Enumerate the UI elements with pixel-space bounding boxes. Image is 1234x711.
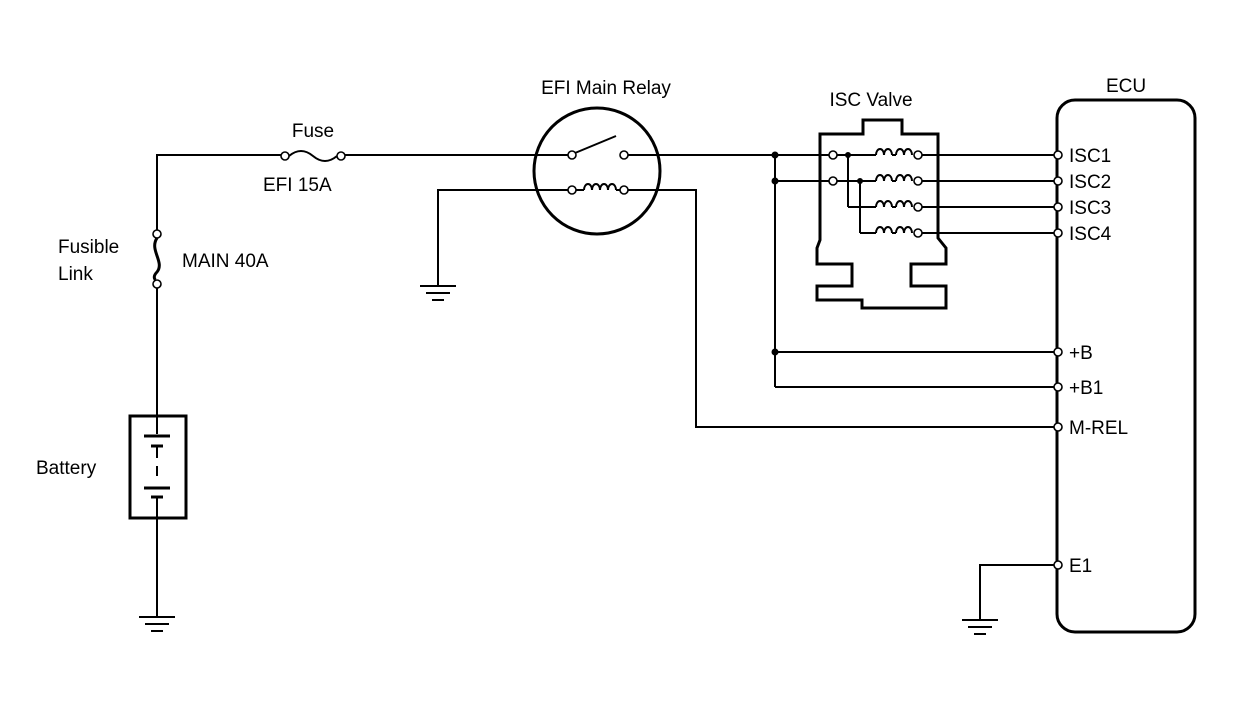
- fusible-link-label-1: Fusible: [58, 237, 119, 258]
- ecu-pin-e1: E1: [1069, 556, 1092, 577]
- relay-title: EFI Main Relay: [541, 78, 671, 99]
- ground-symbol-ecu: [962, 619, 998, 635]
- ecu-pin-isc4: ISC4: [1069, 224, 1112, 245]
- ecu-pin-isc2: ISC2: [1069, 172, 1111, 193]
- battery-label: Battery: [36, 458, 97, 479]
- isc-coil-3: [868, 200, 923, 212]
- battery-symbol: [128, 414, 188, 520]
- ground-symbol-relay: [420, 285, 456, 301]
- fusible-link-label-2: Link: [58, 264, 93, 285]
- fuse-efi-15a: [280, 150, 346, 162]
- ecu-pin-isc3: ISC3: [1069, 198, 1111, 219]
- ground-symbol-battery: [139, 616, 175, 632]
- fusible-link-main-40a: [152, 229, 162, 289]
- ecu-pin-m-rel: M-REL: [1069, 418, 1128, 439]
- ecu-box: [1055, 98, 1197, 634]
- isc-coil-1: [868, 148, 923, 160]
- ecu-pin-isc1: ISC1: [1069, 146, 1111, 167]
- fuse-title: Fuse: [292, 121, 334, 142]
- ecu-title: ECU: [1106, 76, 1146, 97]
- ecu-pin-b: +B: [1069, 343, 1093, 364]
- isc-coil-2: [868, 174, 923, 186]
- ecu-pin-b1: +B1: [1069, 378, 1103, 399]
- efi-main-relay: [532, 106, 662, 236]
- isc-valve: [815, 118, 948, 310]
- main-rating: MAIN 40A: [182, 251, 269, 272]
- supply-branch: [128, 150, 569, 632]
- isc-valve-title: ISC Valve: [829, 90, 912, 111]
- isc-coil-4: [868, 226, 923, 238]
- fuse-rating: EFI 15A: [263, 175, 332, 196]
